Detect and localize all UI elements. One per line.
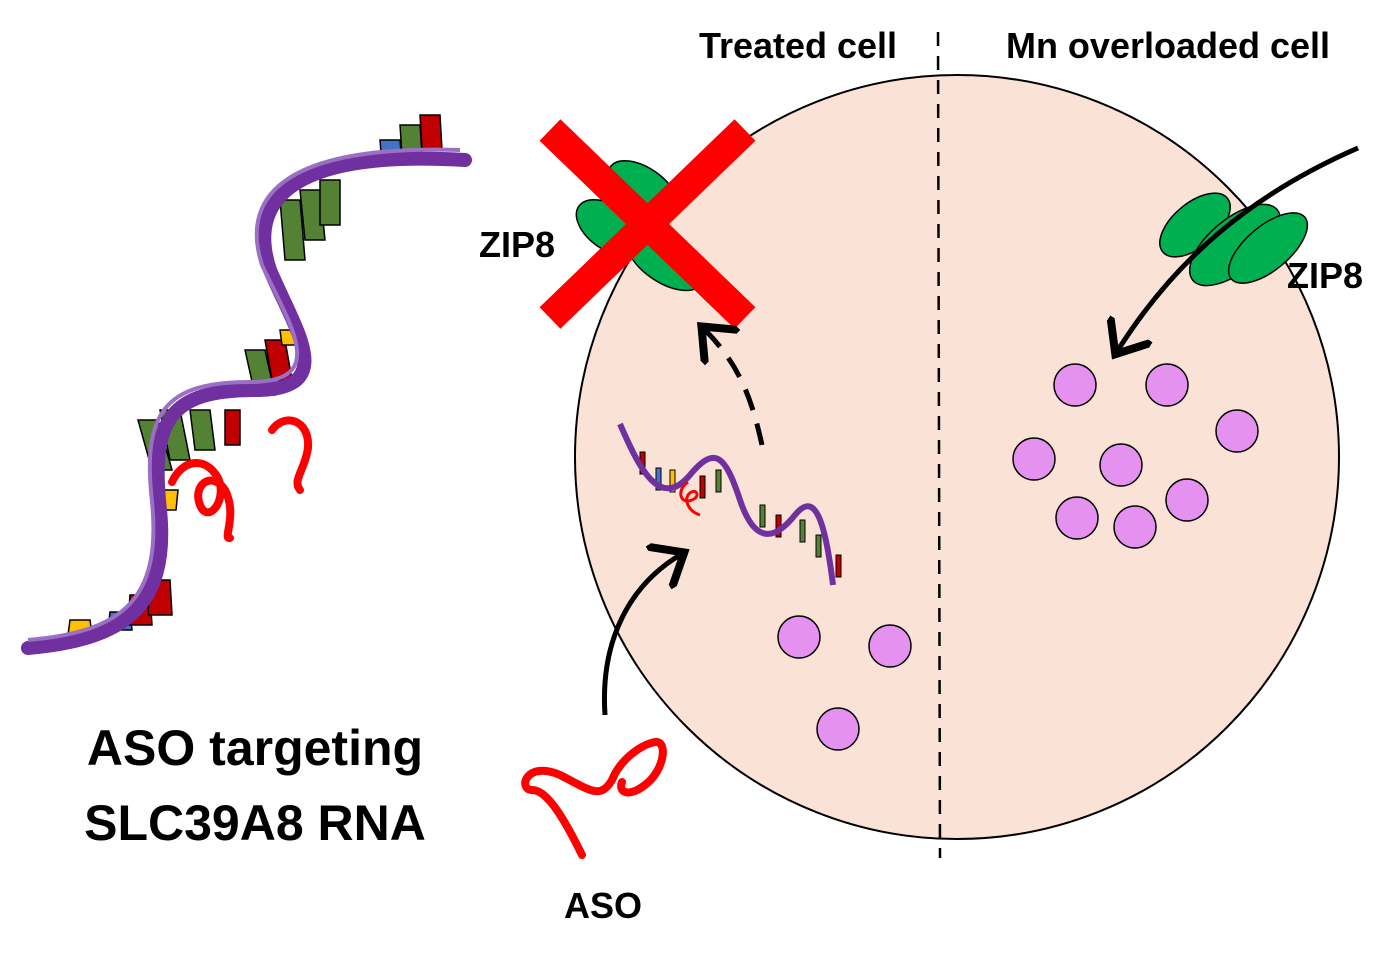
aso-label: ASO [564, 885, 642, 926]
mn-particle-icon [1053, 363, 1097, 407]
mn-particle-icon [1099, 443, 1143, 487]
aso-entry-arrow-icon [601, 555, 680, 716]
cell-circle [574, 74, 1340, 840]
caption-line-2: SLC39A8 RNA [84, 795, 426, 851]
mn-particle-icon [1215, 409, 1259, 453]
rna-duplex-small-icon [617, 422, 842, 586]
zip8-left-label: ZIP8 [479, 224, 555, 265]
mn-particles-right [1012, 363, 1259, 549]
mn-particle-icon [1012, 437, 1056, 481]
cell-divider-line [936, 31, 942, 859]
caption-line-1: ASO targeting [87, 720, 423, 776]
block-cross-icon [539, 119, 756, 329]
dashed-arrow-icon [705, 330, 765, 446]
mn-particle-icon [816, 707, 860, 751]
mn-particle-icon [1145, 363, 1189, 407]
mn-particle-icon [1165, 478, 1209, 522]
treated-cell-label: Treated cell [699, 25, 897, 66]
mn-particle-icon [1113, 505, 1157, 549]
mn-particle-icon [777, 615, 821, 659]
rna-duplex-large-icon [21, 114, 472, 655]
zip8-right-label: ZIP8 [1287, 255, 1363, 296]
mn-particle-icon [868, 624, 912, 668]
mn-particle-icon [1055, 496, 1099, 540]
mn-particles-left [777, 615, 912, 751]
mn-uptake-arrow-icon [1118, 145, 1359, 350]
zip8-transporter-right [1159, 192, 1309, 287]
aso-strand-icon [521, 738, 667, 859]
mn-overloaded-cell-label: Mn overloaded cell [1006, 25, 1330, 66]
